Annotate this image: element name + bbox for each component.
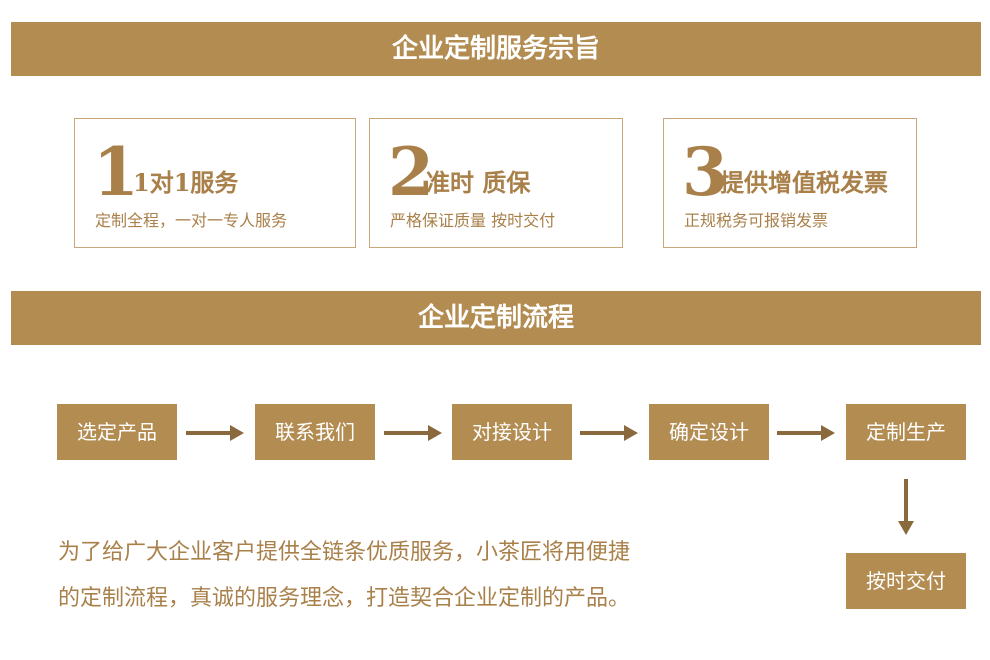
process-step-design-review: 对接设计: [452, 404, 572, 460]
right-arrow-icon: [186, 425, 244, 441]
down-arrow-icon: [898, 479, 914, 535]
feature-subtitle: 定制全程，一对一专人服务: [95, 211, 288, 230]
feature-card-invoice: 3 提供增值税发票 正规税务可报销发票: [663, 118, 917, 248]
feature-title: 提供增值税发票: [720, 168, 888, 197]
feature-subtitle: 严格保证质量 按时交付: [390, 211, 556, 230]
description-line-1: 为了给广大企业客户提供全链条优质服务，小茶匠将用便捷: [58, 540, 631, 565]
feature-card-quality: 2 准时 质保 严格保证质量 按时交付: [369, 118, 623, 248]
feature-title: 准时 质保: [426, 168, 531, 197]
process-title: 企业定制流程: [417, 303, 574, 333]
feature-card-one-on-one: 1 1对1服务 定制全程，一对一专人服务: [74, 118, 356, 248]
process-banner: 企业定制流程: [11, 291, 981, 345]
process-step-select-product: 选定产品: [57, 404, 177, 460]
right-arrow-icon: [580, 425, 638, 441]
feature-title: 1对1服务: [133, 168, 239, 197]
feature-number: 1: [93, 133, 139, 211]
process-step-delivery: 按时交付: [846, 553, 966, 609]
description-line-2: 的定制流程，真诚的服务理念，打造契合企业定制的产品。: [58, 586, 631, 611]
feature-subtitle: 正规税务可报销发票: [684, 211, 829, 230]
process-step-confirm-design: 确定设计: [649, 404, 769, 460]
right-arrow-icon: [777, 425, 835, 441]
process-description: 为了给广大企业客户提供全链条优质服务，小茶匠将用便捷 的定制流程，真诚的服务理念…: [58, 530, 758, 622]
process-step-contact-us: 联系我们: [255, 404, 375, 460]
process-step-production: 定制生产: [846, 404, 966, 460]
service-purpose-banner: 企业定制服务宗旨: [11, 22, 981, 76]
feature-number: 2: [388, 133, 434, 211]
service-purpose-title: 企业定制服务宗旨: [391, 34, 600, 64]
right-arrow-icon: [384, 425, 442, 441]
feature-number: 3: [682, 133, 728, 211]
